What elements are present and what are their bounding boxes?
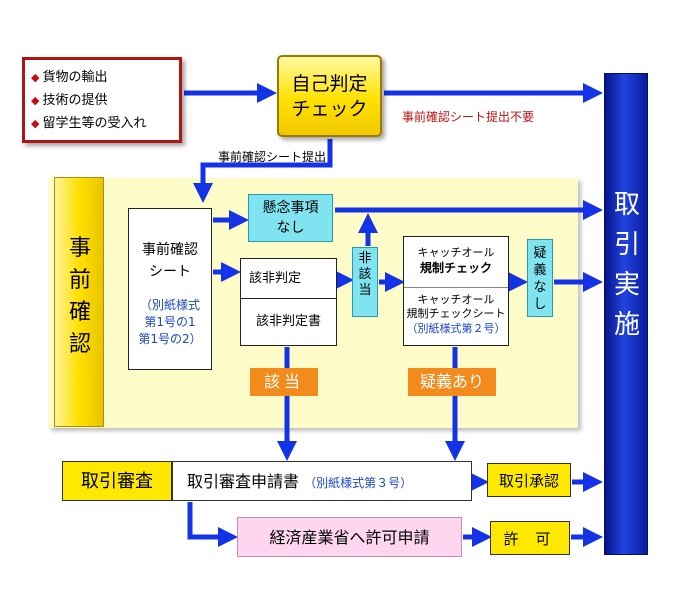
transaction-approval-box: 取引承認: [487, 463, 571, 497]
diamond-bullet-icon: ◆: [31, 94, 40, 107]
precheck-sheet-box: 事前確認 シート （別紙様式 第1号の1 第1号の2）: [128, 208, 212, 370]
meti-application-box: 経済産業省へ許可申請: [237, 517, 462, 557]
export-activities-box: ◆貨物の輸出 ◆技術の提供 ◆留学生等の受入れ: [22, 57, 182, 143]
no-concern-box: 懸念事項 なし: [248, 194, 333, 242]
catch-all-box: キャッチオール 規制チェック キャッチオール 規制チェックシート （別紙様式第２…: [403, 236, 509, 346]
arrow-review-to-meti: [187, 502, 238, 547]
goods-item: ◆貨物の輸出: [31, 70, 108, 85]
transaction-execution-column: 取 引 実 施: [604, 73, 648, 555]
precheck-label: 事 前 確 認: [54, 177, 104, 427]
arrow-selfcheck-to-sheet: [193, 139, 333, 203]
sheet-submission-label: 事前確認シート提出: [218, 150, 327, 164]
goods-item: ◆留学生等の受入れ: [31, 116, 147, 131]
precheck-sheet-title: 事前確認 シート: [142, 242, 198, 280]
catch-all-check: キャッチオール 規制チェック: [404, 237, 508, 288]
diamond-bullet-icon: ◆: [31, 71, 40, 84]
judgment-document-label: 該非判定書: [255, 314, 321, 329]
doubt-label: 疑義あり: [408, 368, 496, 396]
judgment-label: 該非判定: [241, 259, 336, 299]
transaction-review-form: 取引審査申請書 （別紙様式第３号）: [172, 461, 472, 501]
non-applicable-box: 非 該 当: [352, 247, 378, 317]
self-check-line1: 自己判定: [291, 73, 368, 95]
precheck-sheet-form-ref: （別紙様式 第1号の1 第1号の2）: [138, 298, 202, 346]
transaction-review-label: 取引審査: [62, 461, 172, 501]
diamond-bullet-icon: ◆: [31, 117, 40, 130]
no-sheet-required-label: 事前確認シート提出不要: [402, 110, 535, 124]
judgment-box: 該非判定 該非判定書: [240, 258, 337, 346]
no-doubt-box: 疑 義 な し: [527, 239, 553, 317]
self-check-line2: チェック: [291, 98, 368, 120]
permit-box: 許 可: [490, 521, 570, 555]
goods-item: ◆技術の提供: [31, 93, 108, 108]
self-check-box: 自己判定 チェック: [277, 55, 382, 137]
catch-all-sheet: キャッチオール 規制チェックシート （別紙様式第２号）: [406, 293, 506, 335]
applicable-label: 該当: [250, 368, 318, 396]
